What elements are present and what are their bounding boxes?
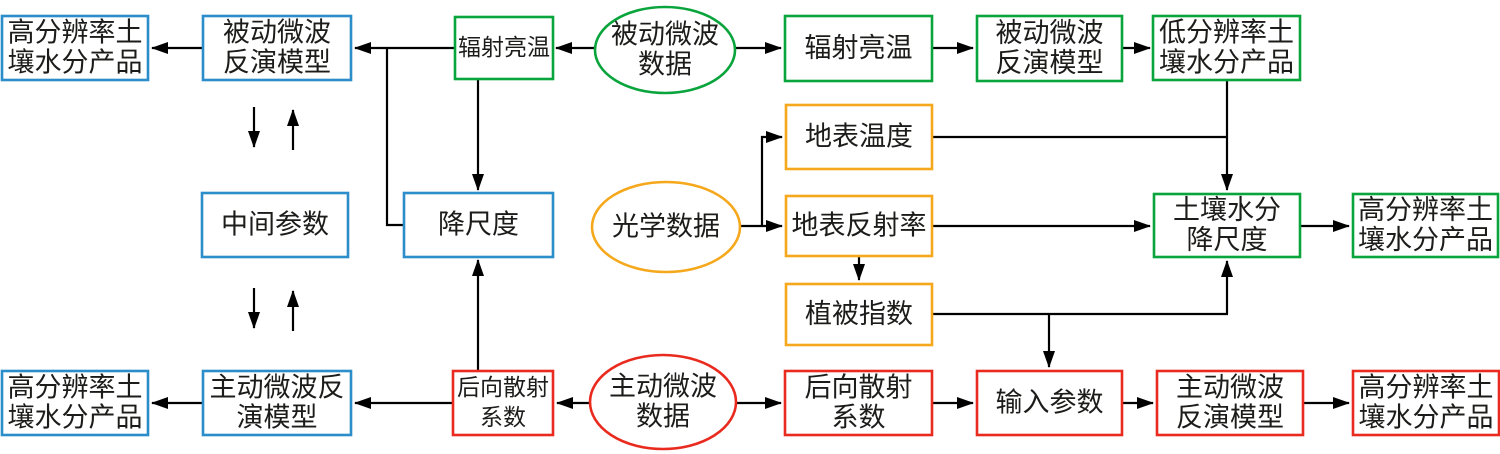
node-box (784, 103, 934, 171)
node-hires-sm-product-mid-right: 高分辨率土壤水分产品 (1351, 192, 1500, 259)
node-optical-data: 光学数据 (590, 180, 742, 274)
node-box (1351, 369, 1500, 437)
node-surface-reflectance: 地表反射率 (784, 194, 934, 258)
node-label: 高分辨率土壤水分产品 (1359, 373, 1494, 434)
node-label: 输入参数 (996, 388, 1104, 419)
node-label: 低分辨率土壤水分产品 (1159, 18, 1294, 79)
node-ellipse (588, 353, 738, 451)
node-box (200, 191, 350, 259)
node-label: 高分辨率土壤水分产品 (8, 373, 143, 434)
node-box (1155, 369, 1305, 437)
node-label: 被动微波反演模型 (223, 18, 331, 79)
node-label: 主动微波数据 (609, 372, 717, 433)
node-label: 高分辨率土壤水分产品 (8, 18, 143, 79)
node-passive-mw-inversion-model-right: 被动微波反演模型 (975, 14, 1124, 83)
node-lowres-sm-product: 低分辨率土壤水分产品 (1151, 14, 1302, 82)
node-passive-mw-data: 被动微波数据 (593, 5, 737, 95)
node-box (784, 282, 934, 347)
node-box (201, 369, 353, 437)
node-intermediate-params: 中间参数 (200, 191, 350, 259)
node-label: 地表反射率 (792, 211, 927, 242)
node-sm-downscaling: 土壤水分降尺度 (1152, 192, 1302, 259)
node-box (451, 369, 555, 437)
node-backscatter-coeff-right: 后向散射系数 (783, 369, 934, 437)
node-label: 高分辨率土壤水分产品 (1358, 195, 1493, 256)
node-label: 主动微波反演模型 (210, 373, 345, 434)
node-label: 中间参数 (221, 210, 329, 241)
node-vegetation-index: 植被指数 (784, 282, 934, 347)
node-label: 土壤水分降尺度 (1173, 195, 1281, 256)
node-label: 辐射亮温 (458, 35, 550, 61)
edge-optical-branch-to-lst (760, 131, 783, 226)
node-brightness-temp-right: 辐射亮温 (783, 14, 934, 83)
node-label: 植被指数 (805, 299, 913, 330)
node-label: 地表温度 (805, 122, 913, 153)
node-ellipse (593, 5, 737, 95)
node-box (975, 369, 1124, 437)
node-box (1151, 14, 1302, 82)
node-label: 被动微波反演模型 (996, 18, 1104, 79)
node-hires-sm-product-top-left: 高分辨率土壤水分产品 (0, 14, 150, 82)
node-hires-sm-product-bottom-left: 高分辨率土壤水分产品 (0, 369, 150, 437)
node-box (402, 191, 555, 259)
node-active-mw-inversion-model-right: 主动微波反演模型 (1155, 369, 1305, 437)
nodes-layer: 高分辨率土壤水分产品 被动微波反演模型 辐射亮温 被动微波数据 辐射亮温 被动微波反演模型… (0, 5, 1500, 451)
node-hires-sm-product-bottom-right: 高分辨率土壤水分产品 (1351, 369, 1500, 437)
node-box (1351, 192, 1500, 259)
node-label: 光学数据 (612, 212, 720, 243)
node-box (975, 14, 1124, 83)
node-input-params: 输入参数 (975, 369, 1124, 437)
node-label: 后向散射系数 (805, 373, 913, 434)
node-box (783, 369, 934, 437)
node-box (201, 14, 353, 82)
node-box (0, 14, 150, 82)
node-box (0, 369, 150, 437)
node-label: 降尺度 (438, 210, 519, 241)
node-passive-mw-inversion-model-left: 被动微波反演模型 (201, 14, 353, 82)
edges-layer (151, 42, 1350, 409)
node-ellipse (590, 180, 742, 274)
node-brightness-temp-left: 辐射亮温 (453, 15, 555, 81)
node-label: 被动微波数据 (611, 20, 719, 81)
edge-downscaling-feedback-riser (385, 48, 404, 227)
node-box (783, 14, 934, 83)
node-downscaling: 降尺度 (402, 191, 555, 259)
node-active-mw-data: 主动微波数据 (588, 353, 738, 451)
node-land-surface-temp: 地表温度 (784, 103, 934, 171)
node-label: 后向散射系数 (457, 375, 549, 431)
node-box (784, 194, 934, 258)
node-label: 辐射亮温 (805, 33, 913, 64)
node-label: 主动微波反演模型 (1176, 373, 1284, 434)
node-box (1152, 192, 1302, 259)
node-box (453, 15, 555, 81)
node-active-mw-inversion-model-left: 主动微波反演模型 (201, 369, 353, 437)
node-backscatter-coeff-left: 后向散射系数 (451, 369, 555, 437)
